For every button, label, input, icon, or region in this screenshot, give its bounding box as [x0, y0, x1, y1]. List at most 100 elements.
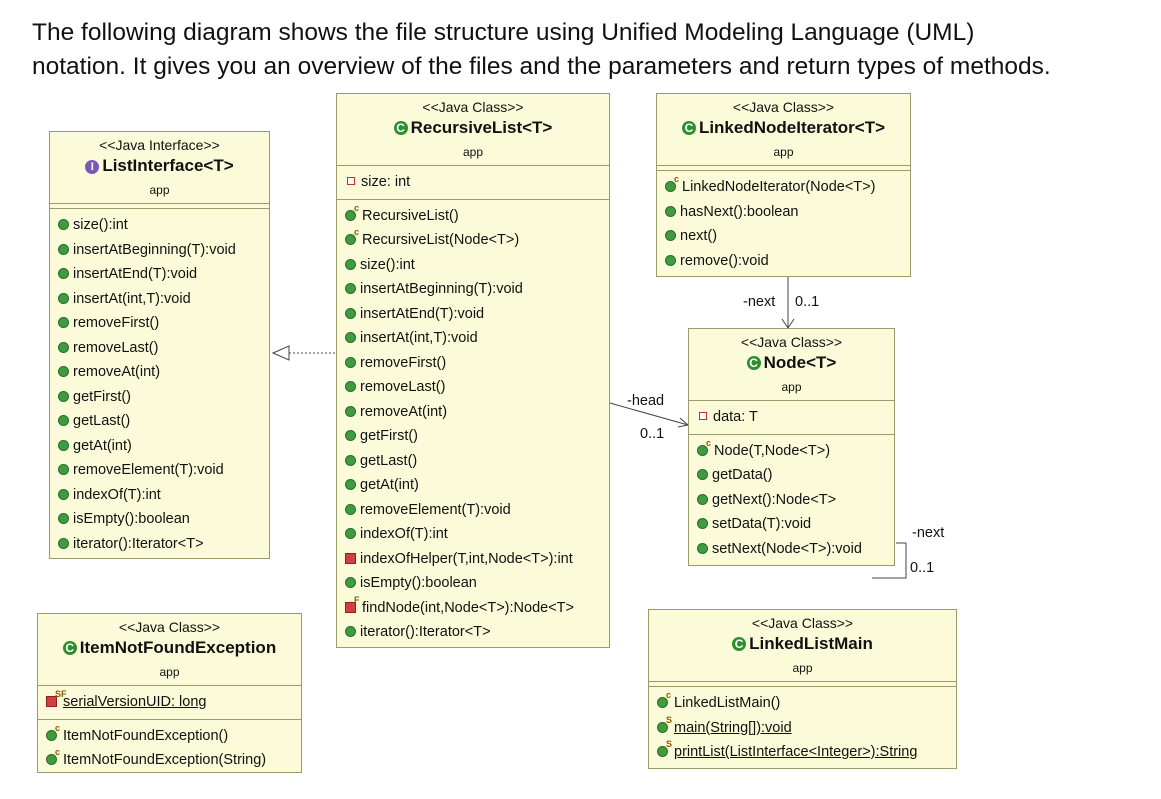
method-item: next() — [665, 224, 906, 249]
fields-section: data: T — [689, 401, 894, 435]
method-item: isEmpty():boolean — [345, 571, 605, 596]
method-item: setData(T):void — [697, 512, 890, 537]
stereotype: <<Java Class>> — [740, 334, 843, 350]
public-method-icon — [58, 513, 69, 524]
package-name: app — [792, 661, 813, 675]
method-item: setNext(Node<T>):void — [697, 537, 890, 562]
public-method-icon — [345, 479, 356, 490]
method-item: iterator():Iterator<T> — [58, 532, 265, 557]
method-item: removeAt(int) — [58, 360, 265, 385]
public-method-icon — [345, 577, 356, 588]
public-method-icon — [58, 390, 69, 402]
public-method-icon — [345, 283, 356, 294]
method-item: getNext():Node<T> — [697, 488, 890, 513]
method-item: getLast() — [345, 449, 605, 474]
public-method-icon — [58, 243, 69, 255]
public-method-icon — [697, 493, 708, 505]
constructor-icon: c — [657, 691, 671, 708]
stereotype: <<Java Class>> — [422, 99, 524, 115]
public-method-icon — [345, 405, 356, 417]
public-method-icon — [697, 542, 708, 554]
method-item: removeElement(T):void — [58, 458, 265, 483]
public-method-icon — [345, 454, 356, 466]
class-icon: C — [732, 637, 747, 651]
iterator-next-role-label: -next — [743, 294, 776, 310]
fields-section — [657, 166, 910, 171]
method-item: insertAt(int,T):void — [345, 326, 605, 351]
method-item: insertAtEnd(T):void — [345, 302, 605, 327]
class-icon: C — [681, 121, 696, 135]
public-method-icon — [697, 469, 708, 480]
interface-icon: I — [85, 160, 100, 174]
public-method-icon — [345, 430, 356, 441]
public-method-icon — [58, 366, 69, 377]
method-item: insertAt(int,T):void — [58, 287, 265, 312]
method-item: indexOf(T):int — [58, 483, 265, 508]
public-method-icon — [665, 205, 676, 217]
public-method-icon — [58, 415, 69, 426]
public-method-icon — [697, 518, 708, 529]
method-item: size():int — [58, 213, 265, 238]
public-method-icon — [345, 332, 356, 343]
self-next-loop — [872, 542, 907, 579]
public-method-icon — [58, 292, 69, 304]
stereotype: <<Java Class>> — [118, 619, 221, 635]
package-name: app — [773, 145, 794, 159]
method-item: size():int — [345, 253, 605, 278]
static-method-icon: S — [657, 715, 672, 733]
head-role-label: -head — [627, 393, 665, 409]
public-method-icon — [665, 254, 676, 266]
method-item: removeLast() — [345, 375, 605, 400]
public-method-icon — [58, 537, 69, 549]
method-item: getData() — [697, 463, 890, 488]
methods-section: size():int insertAtBeginning(T):void ins… — [50, 209, 269, 558]
constructor-icon: c — [345, 228, 359, 245]
fields-section — [50, 204, 269, 209]
package-name: app — [462, 145, 484, 159]
package-name: app — [781, 380, 802, 394]
self-next-role-label: -next — [912, 525, 945, 541]
fields-section: size: int — [337, 166, 609, 200]
public-method-icon — [665, 230, 676, 241]
public-method-icon — [58, 464, 69, 475]
private-method-item: indexOfHelper(T,int,Node<T>):int — [345, 547, 605, 572]
public-method-icon — [345, 381, 356, 392]
public-method-icon — [345, 528, 356, 539]
method-item: removeAt(int) — [345, 400, 605, 425]
static-final-field-icon: SF — [46, 690, 67, 707]
method-item: indexOf(T):int — [345, 522, 605, 547]
constructor-icon: c — [46, 723, 60, 741]
public-method-icon — [345, 307, 356, 319]
public-method-icon — [58, 341, 69, 353]
method-item: hasNext():boolean — [665, 200, 906, 225]
private-field-icon — [347, 177, 355, 185]
method-item: removeFirst() — [345, 351, 605, 376]
head-association-line — [609, 402, 689, 426]
